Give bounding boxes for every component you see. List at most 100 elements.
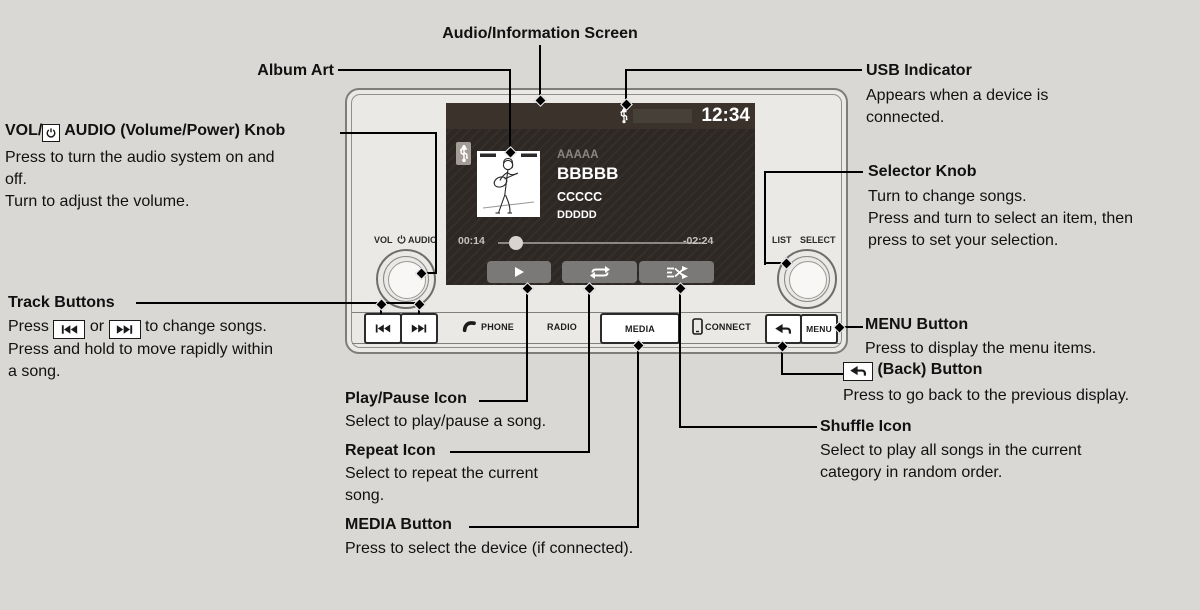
screen-status-bar: 12:34 [446,103,755,129]
callout-line-vol-h2 [419,272,437,274]
song-info-line3: CCCCC [557,190,603,204]
song-info-line2: BBBBB [557,164,619,183]
next-track-icon [108,320,141,339]
media-button[interactable]: MEDIA [600,313,680,344]
status-bar-field [633,109,692,123]
head-unit-inner-frame [351,94,842,348]
power-icon [42,124,61,142]
label-track-title: Track Buttons [8,294,115,311]
callout-line-album-art-v [509,69,511,153]
callout-line-selector-h2 [764,262,790,264]
label-vol-title-post: AUDIO (Volume/Power) Knob [64,122,286,139]
label-back-button: (Back) Button Press to go back to the pr… [843,360,1129,407]
callout-line-media-h [469,526,639,528]
label-back-title: (Back) Button [843,360,1129,381]
label-usb-body2: connected. [866,109,945,126]
callout-line-play-h [479,400,528,402]
label-audio-screen-title: Audio/Information Screen [442,25,638,42]
callout-line-back-v [781,346,783,375]
phone-icon [462,321,476,333]
label-repeat-icon: Repeat Icon Select to repeat the current… [345,441,538,507]
select-label: SELECT [800,235,836,245]
label-play-body: Select to play/pause a song. [345,413,547,430]
label-vol-body2: off. [5,171,27,188]
progress-track [498,242,703,244]
volume-knob-ring [383,256,429,302]
label-track-buttons: Track Buttons Press or to change songs. … [8,293,273,383]
menu-button[interactable]: MENU [800,314,838,344]
previous-track-button[interactable] [364,313,402,344]
label-media-title: MEDIA Button [345,516,452,533]
remaining-time: -02:24 [683,235,714,247]
label-selector-knob: Selector Knob Turn to change songs. Pres… [868,162,1133,252]
selector-knob-ring [784,256,830,302]
phone-button[interactable]: PHONE [481,322,515,332]
callout-line-shuffle-h [679,426,817,428]
label-menu-body: Press to display the menu items. [865,340,1097,357]
label-vol-title-pre: VOL/ [5,122,43,139]
label-track-change: to change songs. [144,318,267,335]
play-pause-button[interactable] [487,261,551,283]
selector-knob[interactable] [777,249,837,309]
callout-line-shuffle-v [679,288,681,428]
label-audio-screen: Audio/Information Screen [400,24,680,43]
callout-line-repeat-v [588,288,590,453]
list-label: LIST [772,235,792,245]
label-vol-title: VOL/ AUDIO (Volume/Power) Knob [5,121,285,142]
label-vol-body1: Press to turn the audio system on and [5,149,275,166]
shuffle-icon [666,265,688,279]
audio-information-screen[interactable]: 12:34 [446,103,755,285]
selector-knob-cap [789,261,827,299]
elapsed-time: 00:14 [458,235,485,247]
back-icon [843,362,873,381]
label-selector-body2: Press and turn to select an item, then [868,210,1134,227]
next-track-button[interactable] [400,313,438,344]
label-repeat-title: Repeat Icon [345,442,436,459]
previous-track-icon [375,324,391,333]
label-play-pause: Play/Pause Icon Select to play/pause a s… [345,389,546,433]
album-art [477,151,540,217]
hard-button-band [352,312,841,344]
previous-track-icon [53,320,86,339]
label-repeat-body1: Select to repeat the current [345,465,538,482]
callout-line-vol-v [435,132,437,274]
label-usb-body1: Appears when a device is [866,87,1049,104]
label-track-press: Press [8,318,49,335]
callout-line-selector-v [764,171,766,265]
back-icon [775,323,792,334]
label-media-body: Press to select the device (if connected… [345,540,634,557]
connect-button[interactable]: CONNECT [705,322,751,332]
label-menu-button: MENU Button Press to display the menu it… [865,315,1096,360]
label-selector-body1: Turn to change songs. [868,188,1027,205]
menu-button-label: MENU [806,324,832,334]
callout-line-usb-v [625,69,627,106]
label-repeat-body2: song. [345,487,385,504]
label-menu-title: MENU Button [865,316,969,333]
repeat-button[interactable] [562,261,637,283]
label-track-body2: Press and hold to move rapidly within [8,341,274,358]
next-track-icon [411,324,427,333]
shuffle-button[interactable] [639,261,714,283]
progress-handle[interactable] [509,236,523,250]
repeat-icon [589,265,610,279]
label-album-art-title: Album Art [257,62,334,79]
usb-source-icon [456,142,471,165]
label-play-title: Play/Pause Icon [345,390,467,407]
callout-line-media-v [637,345,639,528]
label-vol-body3: Turn to adjust the volume. [5,193,190,210]
radio-button[interactable]: RADIO [547,322,577,332]
song-info-line1: AAAAA [557,149,599,161]
back-button[interactable] [765,314,802,344]
play-icon [515,267,524,277]
volume-power-knob[interactable] [376,249,436,309]
clock: 12:34 [701,105,750,126]
label-album-art: Album Art [230,61,334,80]
callout-line-vol-h1 [340,132,437,134]
label-usb-indicator: USB Indicator Appears when a device is c… [866,61,1048,129]
media-button-label: MEDIA [625,323,655,334]
label-usb-title: USB Indicator [866,62,972,79]
callout-line-album-art-h [338,69,511,71]
label-track-body1: Press or to change songs. [8,316,273,339]
label-selector-body3: press to set your selection. [868,232,1059,249]
